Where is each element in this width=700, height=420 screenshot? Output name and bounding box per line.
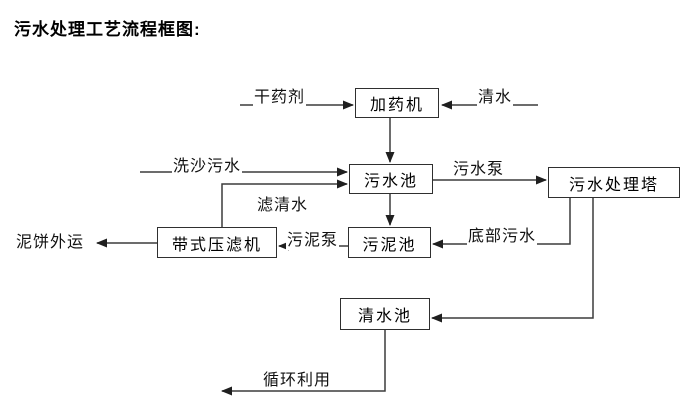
edge-filtered-water-to-sewage-pool: [221, 179, 348, 227]
diagram-title: 污水处理工艺流程框图:: [14, 20, 201, 39]
label-clean-water: 清水: [477, 83, 514, 107]
node-belt-filter-press: 带式压滤机: [157, 227, 277, 258]
node-sewage-pool: 污水池: [349, 164, 433, 194]
label-sewage-pump: 污水泵: [452, 155, 506, 179]
label-mud-cake-outbound: 泥饼外运: [15, 228, 86, 252]
node-dosing-machine-label: 加药机: [369, 97, 424, 114]
node-sludge-pool: 污泥池: [348, 227, 431, 258]
label-dry-chemical: 干药剂: [253, 83, 307, 107]
node-sewage-pool-label: 污水池: [363, 173, 418, 190]
node-treatment-tower: 污水处理塔: [548, 167, 680, 198]
node-clean-water-pool-label: 清水池: [357, 308, 412, 325]
edge-tower-to-clean-water-pool: [431, 198, 594, 323]
node-sludge-pool-label: 污泥池: [362, 236, 417, 254]
label-sludge-pump: 污泥泵: [286, 226, 340, 250]
node-belt-filter-press-label: 带式压滤机: [171, 236, 262, 254]
label-filtered-water: 滤清水: [256, 191, 310, 215]
label-recycle-use: 循环利用: [262, 366, 333, 390]
edge-clean-water-pool-to-recycle: [221, 330, 386, 396]
node-clean-water-pool: 清水池: [340, 298, 430, 330]
label-bottom-sewage: 底部污水: [467, 222, 538, 246]
label-sand-wash-sewage: 洗沙污水: [172, 152, 243, 176]
node-dosing-machine: 加药机: [355, 88, 439, 118]
node-treatment-tower-label: 污水处理塔: [568, 176, 659, 194]
